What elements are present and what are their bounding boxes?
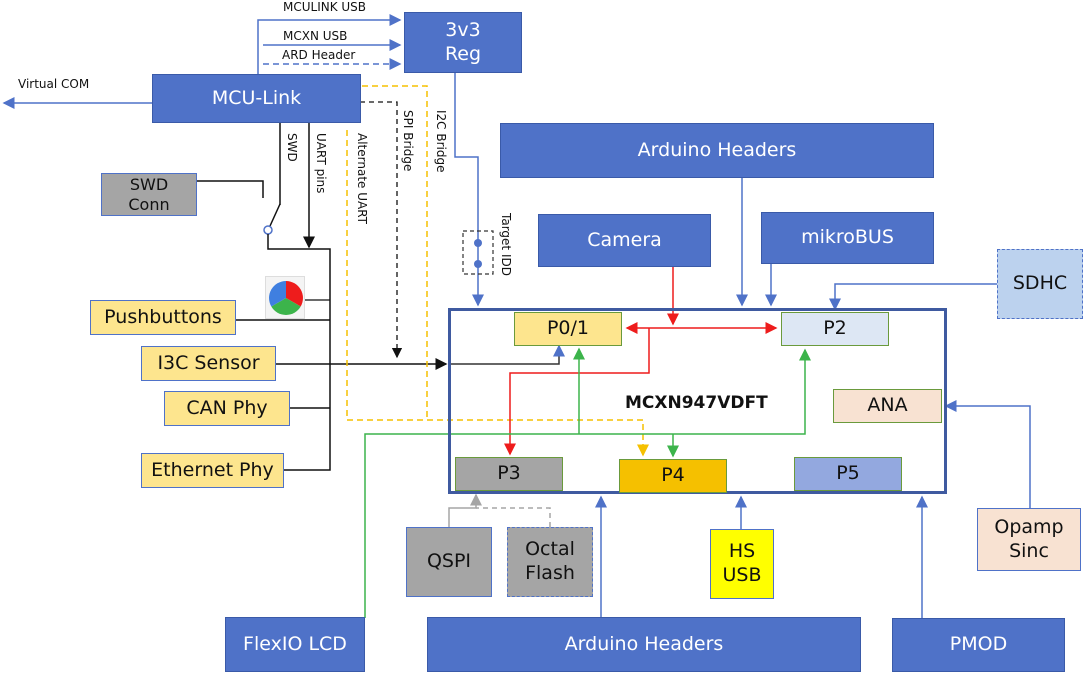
- label-uart-pins: UART pins: [314, 133, 328, 194]
- port-p4[interactable]: P4: [619, 459, 727, 493]
- block-opamp-sinc[interactable]: Opamp Sinc: [977, 508, 1081, 571]
- label-swd: SWD: [285, 133, 299, 162]
- port-p5[interactable]: P5: [794, 457, 902, 491]
- label-spi-bridge: SPI Bridge: [401, 110, 415, 172]
- line-sdhc: [829, 283, 997, 311]
- line-spi-bridge: [360, 101, 403, 359]
- line-octal: [476, 507, 551, 527]
- label-mcxn-usb: MCXN USB: [283, 29, 348, 43]
- block-pmod[interactable]: PMOD: [892, 618, 1065, 672]
- line-flexio: [364, 348, 811, 618]
- port-p2[interactable]: P2: [781, 312, 889, 346]
- block-arduino-headers-top[interactable]: Arduino Headers: [500, 123, 934, 178]
- line-qspi: [448, 493, 482, 527]
- block-flexio-lcd[interactable]: FlexIO LCD: [225, 617, 365, 672]
- block-swd-conn[interactable]: SWD Conn: [101, 173, 197, 216]
- block-camera[interactable]: Camera: [538, 214, 711, 267]
- port-p01[interactable]: P0/1: [514, 312, 622, 346]
- label-target-idd: Target IDD: [499, 213, 513, 276]
- line-opamp: [944, 400, 1031, 508]
- label-i2c-bridge: I2C Bridge: [434, 110, 448, 173]
- line-swd-conn: [196, 180, 264, 198]
- block-ethernet-phy[interactable]: Ethernet Phy: [141, 453, 284, 488]
- block-i3c-sensor[interactable]: I3C Sensor: [141, 346, 276, 381]
- port-p3[interactable]: P3: [455, 457, 563, 491]
- block-mcu-link[interactable]: MCU-Link: [152, 74, 361, 123]
- block-sdhc[interactable]: SDHC: [997, 249, 1083, 319]
- label-virtual-com: Virtual COM: [18, 77, 90, 91]
- label-alternate-uart: Alternate UART: [355, 133, 369, 225]
- block-hs-usb[interactable]: HS USB: [710, 529, 774, 599]
- label-ard-header: ARD Header: [282, 48, 356, 62]
- line-reg-power: [454, 73, 484, 307]
- block-octal-flash[interactable]: Octal Flash: [507, 527, 593, 597]
- target-idd-jumper: [462, 230, 494, 275]
- block-qspi[interactable]: QSPI: [406, 527, 492, 597]
- line-i2c-bridge: [362, 85, 428, 420]
- block-3v3-reg[interactable]: 3v3 Reg: [404, 12, 522, 73]
- block-mikrobus[interactable]: mikroBUS: [761, 212, 934, 264]
- port-ana[interactable]: ANA: [833, 389, 942, 423]
- line-alternate-uart: [346, 130, 649, 457]
- block-pushbuttons[interactable]: Pushbuttons: [90, 300, 236, 335]
- block-arduino-headers-bottom[interactable]: Arduino Headers: [427, 617, 861, 672]
- chip-name: MCXN947VDFT: [625, 393, 768, 413]
- rgb-led-icon: [269, 281, 303, 315]
- label-mculink-usb: MCULINK USB: [283, 0, 367, 14]
- block-can-phy[interactable]: CAN Phy: [164, 391, 290, 426]
- rgb-led[interactable]: [265, 276, 305, 319]
- line-mculink-usb: [257, 14, 402, 75]
